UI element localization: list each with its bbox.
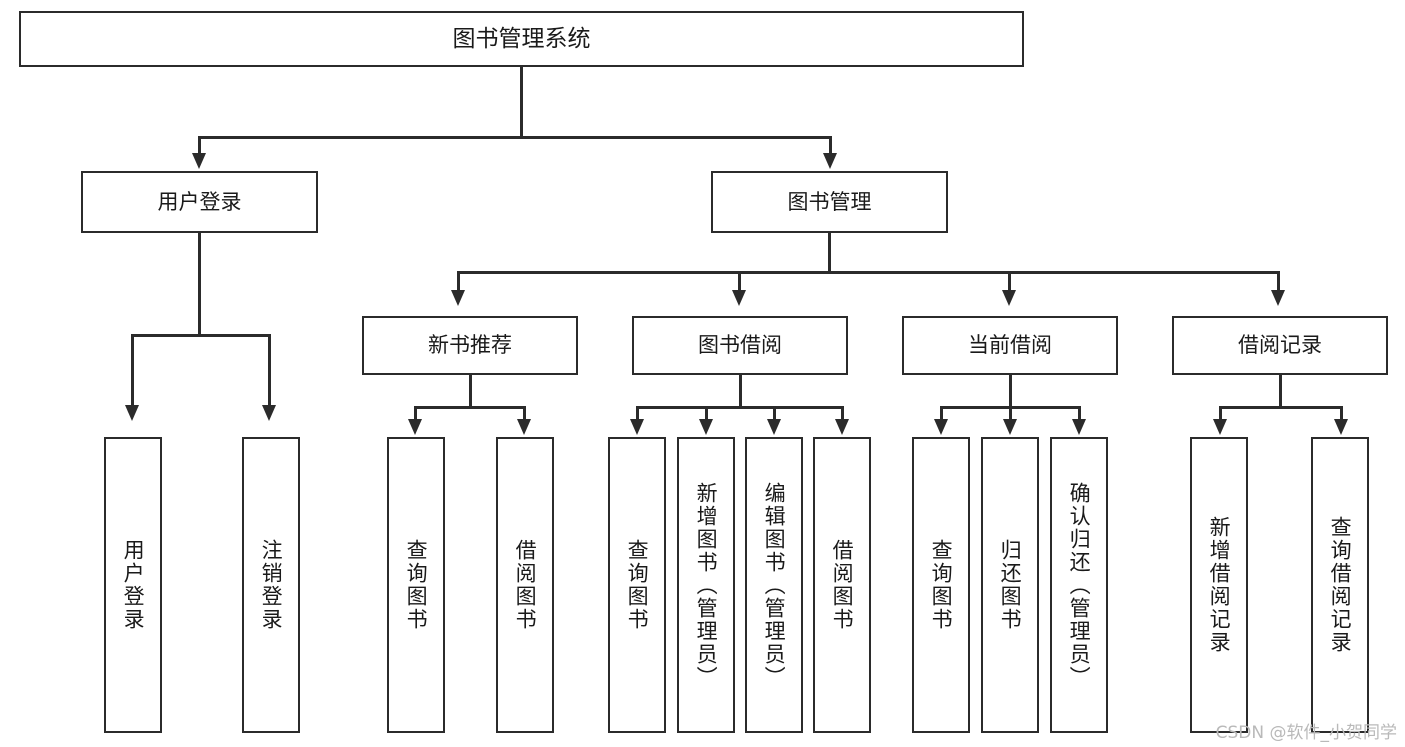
arrow-to-book-borrow bbox=[732, 290, 746, 306]
connector-borrow-record-bar bbox=[1219, 406, 1342, 409]
connector-to-new-book bbox=[457, 271, 460, 295]
connector-user-login-bar bbox=[131, 334, 270, 337]
node-borrow-record[interactable]: 借阅记录 bbox=[1172, 316, 1388, 375]
node-leaf-query-book-new[interactable]: 查询图书 bbox=[387, 437, 445, 733]
arrow-to-new-book bbox=[451, 290, 465, 306]
arrow-current-borrow-leaf-3 bbox=[1072, 419, 1086, 435]
node-leaf-edit-book-admin[interactable]: 编辑图书（管理员） bbox=[745, 437, 803, 733]
node-label: 图书管理 bbox=[787, 189, 872, 214]
node-label: 借阅图书 bbox=[830, 539, 855, 631]
node-label: 查询借阅记录 bbox=[1328, 516, 1353, 654]
connector-current-borrow-leaf-1 bbox=[940, 406, 943, 424]
arrow-root-to-user-login bbox=[192, 153, 206, 169]
connector-book-mgmt-stem bbox=[828, 233, 831, 272]
node-leaf-query-book-borrow[interactable]: 查询图书 bbox=[608, 437, 666, 733]
connector-root-to-book-mgmt bbox=[829, 136, 832, 158]
node-leaf-return-book[interactable]: 归还图书 bbox=[981, 437, 1039, 733]
node-label: 新增图书（管理员） bbox=[694, 481, 719, 689]
node-label: 图书借阅 bbox=[698, 333, 782, 358]
node-leaf-logout[interactable]: 注销登录 bbox=[242, 437, 300, 733]
connector-user-login-leaf-2 bbox=[268, 334, 271, 410]
connector-book-borrow-leaf-1 bbox=[636, 406, 639, 424]
arrow-book-borrow-leaf-3 bbox=[767, 419, 781, 435]
arrow-book-borrow-leaf-2 bbox=[699, 419, 713, 435]
node-leaf-user-login[interactable]: 用户登录 bbox=[104, 437, 162, 733]
arrow-to-borrow-record bbox=[1271, 290, 1285, 306]
node-label: 注销登录 bbox=[259, 539, 284, 631]
node-label: 图书管理系统 bbox=[452, 25, 591, 52]
node-leaf-add-borrow-record[interactable]: 新增借阅记录 bbox=[1190, 437, 1248, 733]
node-label: 新书推荐 bbox=[428, 333, 512, 358]
node-new-book-recommend[interactable]: 新书推荐 bbox=[362, 316, 578, 375]
node-user-login[interactable]: 用户登录 bbox=[81, 171, 318, 233]
node-label: 用户登录 bbox=[121, 539, 146, 631]
node-leaf-confirm-return-admin[interactable]: 确认归还（管理员） bbox=[1050, 437, 1108, 733]
node-label: 查询图书 bbox=[404, 539, 429, 631]
node-current-borrow[interactable]: 当前借阅 bbox=[902, 316, 1118, 375]
connector-borrow-record-stem bbox=[1279, 375, 1282, 408]
connector-root-bar bbox=[198, 136, 832, 139]
arrow-book-borrow-leaf-1 bbox=[630, 419, 644, 435]
connector-borrow-record-leaf-2 bbox=[1340, 406, 1343, 424]
connector-new-book-bar bbox=[414, 406, 525, 409]
node-label: 查询图书 bbox=[929, 539, 954, 631]
connector-current-borrow-leaf-2 bbox=[1009, 406, 1012, 424]
connector-new-book-leaf-1 bbox=[414, 406, 417, 424]
connector-user-login-leaf-1 bbox=[131, 334, 134, 410]
connector-to-current-borrow bbox=[1008, 271, 1011, 295]
arrow-to-current-borrow bbox=[1002, 290, 1016, 306]
connector-new-book-stem bbox=[469, 375, 472, 408]
arrow-user-login-leaf-2 bbox=[262, 405, 276, 421]
connector-current-borrow-leaf-3 bbox=[1078, 406, 1081, 424]
node-leaf-borrow-book-new[interactable]: 借阅图书 bbox=[496, 437, 554, 733]
node-label: 新增借阅记录 bbox=[1207, 516, 1232, 654]
connector-to-borrow-record bbox=[1277, 271, 1280, 295]
connector-book-borrow-leaf-4 bbox=[841, 406, 844, 424]
connector-user-login-stem bbox=[198, 233, 201, 335]
connector-book-borrow-leaf-3 bbox=[773, 406, 776, 424]
node-label: 编辑图书（管理员） bbox=[762, 481, 787, 689]
arrow-current-borrow-leaf-2 bbox=[1003, 419, 1017, 435]
node-book-borrow[interactable]: 图书借阅 bbox=[632, 316, 848, 375]
node-label: 借阅记录 bbox=[1238, 333, 1322, 358]
connector-root-stem bbox=[520, 67, 523, 137]
connector-new-book-leaf-2 bbox=[523, 406, 526, 424]
connector-root-to-user-login bbox=[198, 136, 201, 158]
node-label: 用户登录 bbox=[157, 189, 242, 214]
connector-book-borrow-bar bbox=[636, 406, 844, 409]
arrow-root-to-book-mgmt bbox=[823, 153, 837, 169]
connector-current-borrow-stem bbox=[1009, 375, 1012, 408]
node-label: 借阅图书 bbox=[513, 539, 538, 631]
connector-book-mgmt-bar bbox=[457, 271, 1280, 274]
node-leaf-add-book-admin[interactable]: 新增图书（管理员） bbox=[677, 437, 735, 733]
arrow-new-book-leaf-2 bbox=[517, 419, 531, 435]
node-label: 查询图书 bbox=[625, 539, 650, 631]
arrow-book-borrow-leaf-4 bbox=[835, 419, 849, 435]
node-label: 当前借阅 bbox=[968, 333, 1052, 358]
connector-borrow-record-leaf-1 bbox=[1219, 406, 1222, 424]
node-label: 确认归还（管理员） bbox=[1067, 481, 1092, 689]
arrow-new-book-leaf-1 bbox=[408, 419, 422, 435]
node-book-management[interactable]: 图书管理 bbox=[711, 171, 948, 233]
arrow-borrow-record-leaf-1 bbox=[1213, 419, 1227, 435]
arrow-borrow-record-leaf-2 bbox=[1334, 419, 1348, 435]
arrow-user-login-leaf-1 bbox=[125, 405, 139, 421]
node-leaf-borrow-book[interactable]: 借阅图书 bbox=[813, 437, 871, 733]
connector-book-borrow-stem bbox=[739, 375, 742, 408]
connector-book-borrow-leaf-2 bbox=[705, 406, 708, 424]
node-root-system[interactable]: 图书管理系统 bbox=[19, 11, 1024, 67]
node-label: 归还图书 bbox=[998, 539, 1023, 631]
arrow-current-borrow-leaf-1 bbox=[934, 419, 948, 435]
connector-to-book-borrow bbox=[738, 271, 741, 295]
node-leaf-query-book-current[interactable]: 查询图书 bbox=[912, 437, 970, 733]
node-leaf-query-borrow-record[interactable]: 查询借阅记录 bbox=[1311, 437, 1369, 733]
